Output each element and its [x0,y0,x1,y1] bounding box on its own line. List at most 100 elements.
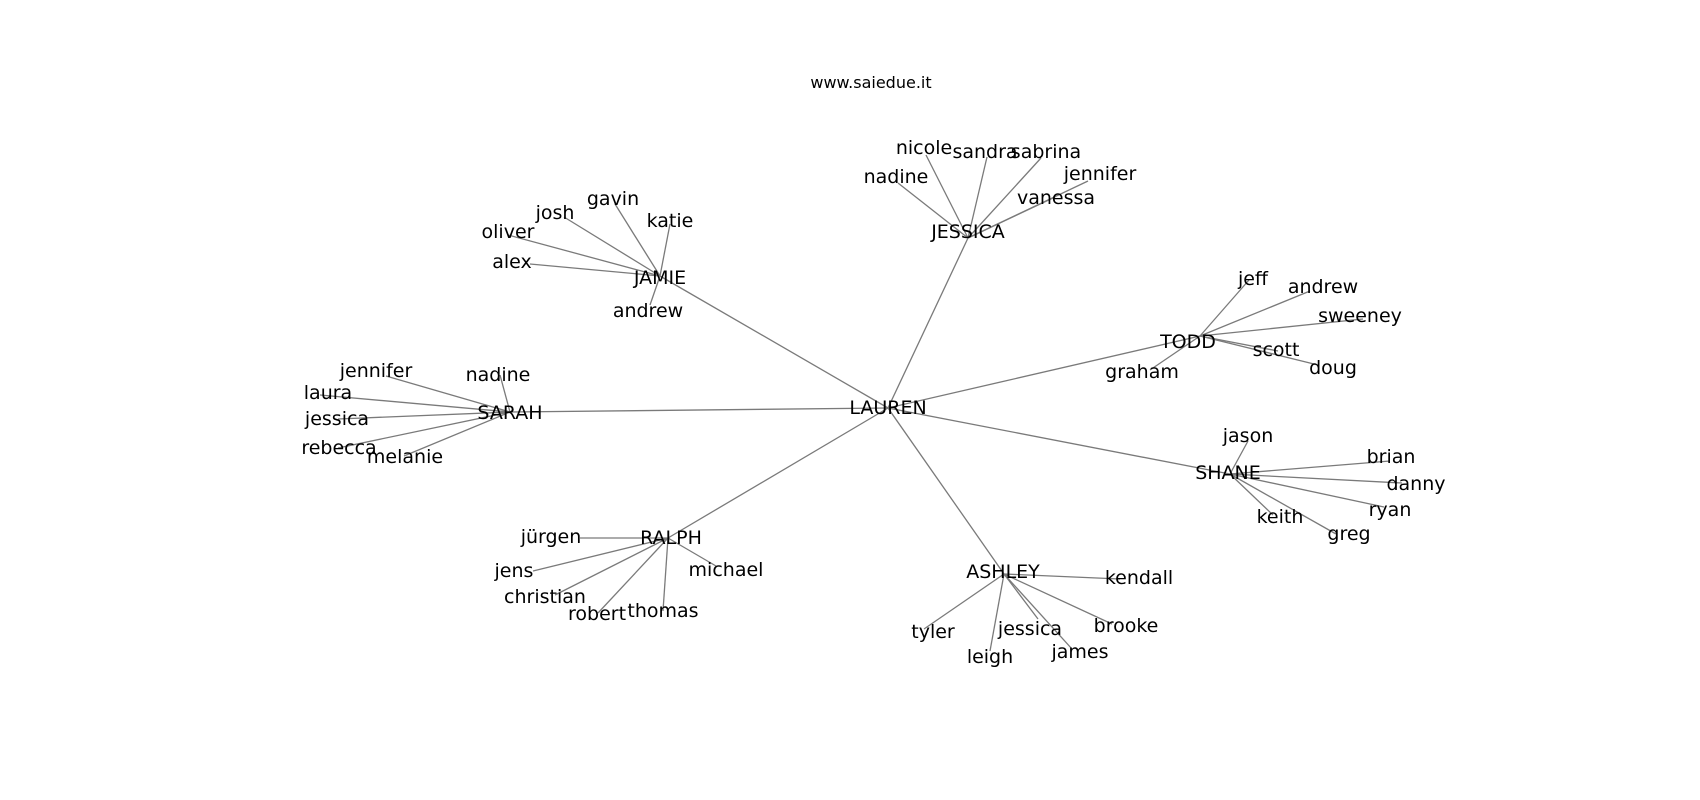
node-leaf-ashley-leigh-4: leigh [967,646,1013,668]
diagram-caption: www.saiedue.it [810,73,931,92]
node-hub-jessica: JESSICA [930,221,1005,243]
node-leaf-ralph-jurgen-0: jürgen [520,526,582,548]
edge-sarah-rebecca-4 [337,411,511,449]
node-leaf-ashley-james-5: james [1050,641,1108,663]
edge-jamie-alex-4 [529,263,661,277]
edge-jamie-josh-1 [563,216,661,277]
node-leaf-ralph-christian-3: christian [504,586,586,608]
edge-lauren-jessica [887,237,969,409]
node-hub-todd: TODD [1159,331,1216,353]
node-leaf-sarah-laura-2: laura [304,382,352,404]
edge-ashley-james-5 [1003,573,1073,650]
node-leaf-todd-doug-5: doug [1309,357,1357,379]
node-leaf-jessica-jennifer-4: jennifer [1063,163,1137,185]
node-leaf-jamie-andrew-5: andrew [613,300,683,322]
node-hub-ashley: ASHLEY [966,561,1040,583]
edge-ralph-christian-3 [554,537,669,596]
edge-lauren-shane [887,407,1231,475]
node-center-lauren: LAUREN [849,397,926,419]
edge-jessica-sandra-1 [967,156,988,239]
edge-shane-keith-4 [1229,473,1274,516]
node-hub-shane: SHANE [1195,462,1261,484]
edge-todd-andrew-1 [1199,290,1311,337]
node-leaf-shane-jason-0: jason [1222,425,1274,447]
edge-jessica-nadine-3 [897,182,969,239]
edge-ralph-jens-1 [532,537,669,572]
node-leaf-ashley-jessica-2: jessica [997,618,1062,640]
edge-todd-graham-4 [1149,335,1201,371]
node-leaf-ashley-brooke-3: brooke [1094,615,1159,637]
node-leaf-sarah-jennifer-0: jennifer [339,360,413,382]
edge-jessica-vanessa-5 [967,196,1056,239]
edge-sarah-jessica-3 [337,411,511,420]
edge-shane-jason-0 [1229,440,1249,475]
node-leaf-ralph-thomas-5: thomas [627,600,698,622]
edge-lauren-ashley [887,407,1005,575]
node-leaf-todd-scott-3: scott [1253,339,1300,361]
edge-ashley-jessica-2 [1003,573,1039,620]
edge-shane-greg-5 [1229,473,1337,535]
edge-ashley-tyler-1 [923,573,1005,630]
node-leaf-jessica-nadine-3: nadine [864,166,929,188]
edge-shane-brian-1 [1229,460,1391,475]
node-hub-sarah: SARAH [477,402,542,424]
edge-jessica-nicole-0 [925,154,969,239]
node-leaf-jessica-sabrina-2: sabrina [1011,141,1081,163]
edge-sarah-laura-2 [319,394,511,413]
edge-lauren-sarah [509,407,889,413]
node-leaf-shane-greg-5: greg [1327,523,1370,545]
node-leaf-ashley-kendall-0: kendall [1105,567,1173,589]
node-leaf-jessica-nicole-0: nicole [896,137,952,159]
node-leaf-ashley-tyler-1: tyler [911,621,955,643]
edge-sarah-nadine-1 [499,374,511,413]
edge-lauren-ralph [667,407,889,539]
node-leaf-todd-sweeney-2: sweeney [1318,305,1402,327]
edge-sarah-jennifer-0 [385,375,511,413]
edge-ashley-brooke-3 [1003,573,1113,625]
edge-ralph-thomas-5 [662,537,669,612]
node-leaf-jamie-alex-4: alex [492,251,532,273]
node-leaf-sarah-nadine-1: nadine [466,364,531,386]
edge-jamie-katie-2 [659,223,671,277]
edge-todd-doug-5 [1199,335,1319,366]
node-leaf-sarah-rebecca-4: rebecca [301,437,376,459]
node-leaf-todd-andrew-1: andrew [1288,276,1358,298]
node-leaf-jessica-vanessa-5: vanessa [1017,187,1095,209]
node-leaf-ralph-michael-2: michael [689,559,764,581]
edge-sarah-melanie-5 [403,411,511,457]
edge-todd-scott-3 [1199,335,1279,352]
node-leaf-shane-brian-1: brian [1367,446,1416,468]
node-leaf-sarah-melanie-5: melanie [367,446,443,468]
node-leaf-shane-ryan-3: ryan [1369,499,1412,521]
node-leaf-jamie-oliver-3: oliver [482,221,535,243]
edge-ashley-leigh-4 [989,573,1005,652]
edge-todd-sweeney-2 [1199,318,1364,337]
node-leaf-shane-danny-2: danny [1386,473,1445,495]
edge-jamie-gavin-0 [614,203,661,277]
node-leaf-jamie-josh-1: josh [535,202,575,224]
edge-jamie-oliver-3 [507,234,661,277]
node-hub-jamie: JAMIE [633,267,686,289]
edge-ralph-michael-2 [667,537,717,567]
edge-lauren-todd [887,335,1201,409]
edge-ralph-robert-4 [597,537,669,614]
edge-shane-ryan-3 [1229,473,1385,508]
node-leaf-jamie-gavin-0: gavin [587,188,639,210]
node-leaf-todd-jeff-0: jeff [1237,268,1269,290]
edges [319,154,1403,652]
edge-shane-danny-2 [1229,473,1403,484]
node-leaf-shane-keith-4: keith [1257,506,1304,528]
edge-jessica-sabrina-2 [967,157,1042,239]
edge-todd-jeff-0 [1199,279,1250,337]
node-leaf-todd-graham-4: graham [1105,361,1179,383]
node-leaf-jessica-sandra-1: sandra [952,141,1017,163]
node-leaf-sarah-jessica-3: jessica [304,408,369,430]
edge-ashley-kendall-0 [1003,573,1121,580]
node-leaf-ralph-robert-4: robert [568,603,626,625]
node-leaf-jamie-katie-2: katie [647,210,694,232]
edge-jamie-andrew-5 [649,275,661,306]
node-leaf-ralph-jens-1: jens [494,560,534,582]
edge-lauren-jamie [659,275,889,409]
